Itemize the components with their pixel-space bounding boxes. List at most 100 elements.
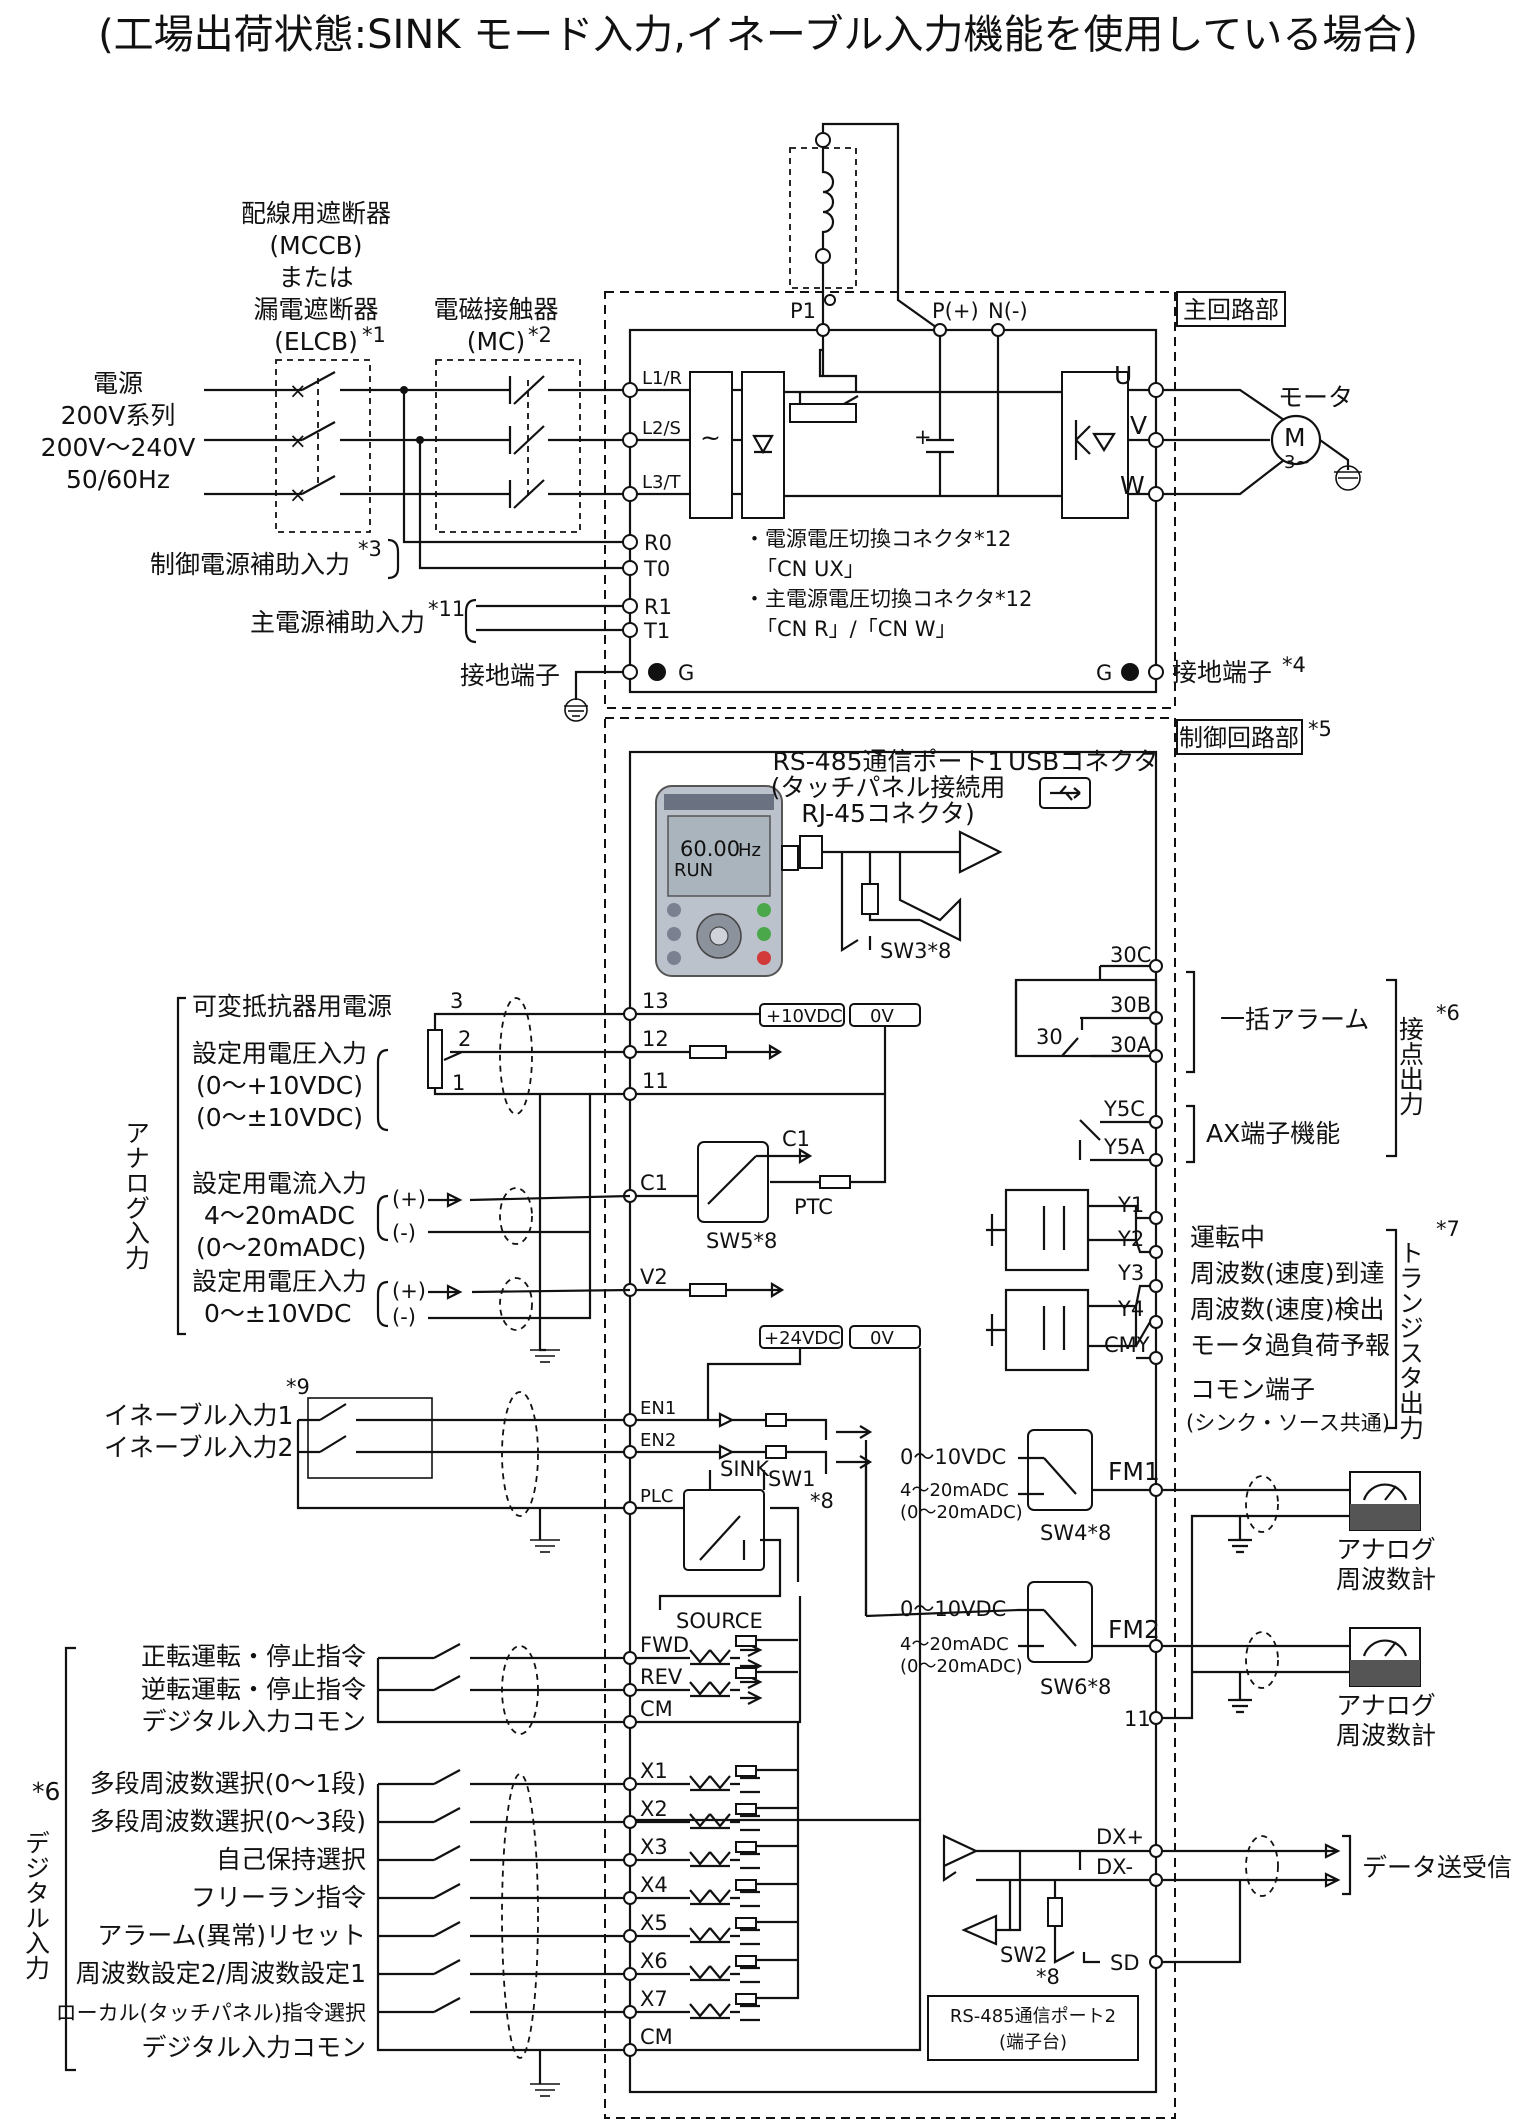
rs485-port1: RS-485通信ポート1 (タッチパネル接続用 RJ-45コネクタ) SW3*8 <box>771 747 1006 963</box>
shield-fm2 <box>1245 1631 1279 1689</box>
usb-label: USBコネクタ <box>1008 747 1158 776</box>
svg-text:*8: *8 <box>810 1489 834 1513</box>
enable-internal: +24VDC 0V SINK SW1 *8 SOURCE <box>636 1325 922 1822</box>
svg-text:配線用遮断器: 配線用遮断器 <box>241 199 391 228</box>
svg-text:V2: V2 <box>640 1265 668 1289</box>
terminal-p1-inner <box>824 294 836 306</box>
svg-text:R1: R1 <box>644 595 672 619</box>
main-circuit-enclosure <box>604 291 1176 709</box>
tr-item-5: コモン端子 <box>1190 1375 1315 1404</box>
svg-text:SW6*8: SW6*8 <box>1040 1675 1111 1699</box>
svg-text:RS-485通信ポート2: RS-485通信ポート2 <box>950 2006 1116 2027</box>
svg-text:(端子台): (端子台) <box>999 2032 1067 2053</box>
svg-text:L2/S: L2/S <box>642 418 681 439</box>
sw4-box <box>1027 1429 1093 1511</box>
svg-text:U: U <box>1114 361 1132 390</box>
svg-text:周波数設定2/周波数設定1: 周波数設定2/周波数設定1 <box>76 1959 366 1988</box>
x-optocouplers <box>636 1722 922 2052</box>
digital-wiring <box>376 1643 630 2097</box>
terminal-r1 <box>622 598 638 614</box>
transistor-output: Y1 Y2 Y3 Y4 CMY 運転中 周波数(速度)到達 周波数(速度)検出 … <box>986 1188 1460 1440</box>
svg-text:正転運転・停止指令: 正転運転・停止指令 <box>141 1642 366 1671</box>
usb-connector-icon[interactable] <box>1039 777 1091 809</box>
potentiometer: 3 2 1 <box>427 989 630 1096</box>
control-circuit-label: 制御回路部 <box>1179 724 1299 752</box>
rs485-port2-box <box>927 1995 1139 2061</box>
shield-fm1 <box>1245 1475 1279 1533</box>
svg-text:0V: 0V <box>870 1006 894 1027</box>
svg-text:デジタル入力コモン: デジタル入力コモン <box>141 1707 366 1736</box>
svg-text:または: または <box>278 263 353 292</box>
main-circuit-internals: ~ + <box>637 294 1156 519</box>
svg-text:FM1: FM1 <box>1108 1457 1160 1486</box>
svg-text:接地端子: 接地端子 <box>1172 658 1272 687</box>
enable-switches <box>296 1403 630 1510</box>
dc-reactor: P1 P(+) N(-) <box>789 122 1028 337</box>
shield-analog-2 <box>499 1187 533 1245</box>
tr-item-4: モータ過負荷予報 <box>1190 1331 1390 1360</box>
ground-left-label: 接地端子 <box>460 661 560 690</box>
svg-text:SINK: SINK <box>720 1457 770 1481</box>
svg-text:*2: *2 <box>528 323 552 347</box>
control-aux-label: 制御電源補助入力 <box>150 550 350 579</box>
svg-text:・電源電圧切換コネクタ*12: ・電源電圧切換コネクタ*12 <box>744 527 1011 551</box>
enable-terminals: EN1 EN2 PLC <box>623 1398 676 1515</box>
svg-text:Y3: Y3 <box>1117 1261 1144 1285</box>
tr-item-1: 運転中 <box>1190 1223 1265 1252</box>
digital-optocouplers <box>636 1596 802 1724</box>
svg-text:電源: 電源 <box>93 369 143 398</box>
ground-symbol-left-icon <box>648 663 666 681</box>
power-lines: × × × <box>204 371 630 570</box>
svg-text:SW2: SW2 <box>1000 1943 1047 1967</box>
svg-text:200V系列: 200V系列 <box>61 401 176 430</box>
svg-text:*8: *8 <box>1036 1965 1060 1989</box>
fm-grounds <box>1228 1516 1252 1714</box>
svg-text:電磁接触器: 電磁接触器 <box>433 295 558 324</box>
breaker-x-1: × <box>289 379 307 403</box>
svg-text:3~: 3~ <box>1284 452 1311 473</box>
svg-text:X5: X5 <box>640 1911 668 1935</box>
svg-text:50/60Hz: 50/60Hz <box>66 465 170 494</box>
svg-text:X6: X6 <box>640 1949 668 1973</box>
svg-text:T1: T1 <box>643 619 670 643</box>
svg-text:3: 3 <box>450 989 463 1013</box>
shield-analog-3 <box>499 1277 533 1331</box>
main-circuit-frame <box>628 328 1158 694</box>
svg-text:Y5A: Y5A <box>1103 1135 1145 1159</box>
control-circuit-label-box <box>1176 719 1303 755</box>
svg-text:(MCCB): (MCCB) <box>269 231 362 260</box>
main-aux-note: *11 <box>428 597 465 621</box>
svg-text:+10VDC: +10VDC <box>766 1006 843 1027</box>
inverter-block <box>1061 371 1129 519</box>
svg-text:X1: X1 <box>640 1759 668 1783</box>
svg-text:SD: SD <box>1110 1951 1140 1975</box>
enable-input1-label: イネーブル入力1 <box>104 1401 293 1430</box>
svg-text:Y2: Y2 <box>1117 1227 1144 1251</box>
svg-text:4～20mADC: 4～20mADC <box>900 1634 1009 1655</box>
svg-text:0V: 0V <box>870 1328 894 1349</box>
shield-digital-1 <box>501 1645 539 1735</box>
svg-text:「CN R」/「CN W」: 「CN R」/「CN W」 <box>756 617 957 641</box>
svg-text:N(-): N(-) <box>988 299 1028 323</box>
enable-input2-label: イネーブル入力2 <box>104 1433 293 1462</box>
keypad-screen <box>667 815 771 897</box>
analog-common-rail <box>472 1094 592 1352</box>
ax-label: AX端子機能 <box>1206 1119 1340 1148</box>
svg-text:REV: REV <box>640 1665 683 1689</box>
svg-text:*6: *6 <box>1436 1001 1460 1025</box>
main-circuit-label-box <box>1176 291 1286 327</box>
terminal-t0 <box>622 560 638 576</box>
svg-text:SW1: SW1 <box>768 1467 815 1491</box>
svg-text:PLC: PLC <box>640 1486 673 1507</box>
svg-text:CM: CM <box>640 1697 673 1721</box>
touch-panel-keypad[interactable]: 60.00 Hz RUN <box>655 785 799 977</box>
svg-text:RUN: RUN <box>674 860 713 881</box>
svg-text:200V～240V: 200V～240V <box>41 433 196 462</box>
svg-text:*7: *7 <box>1436 1217 1460 1241</box>
sw1-box <box>683 1489 765 1571</box>
tr-item-6: (シンク・ソース共通) <box>1186 1411 1390 1435</box>
sw6-box <box>1027 1581 1093 1663</box>
svg-text:DX-: DX- <box>1096 1855 1133 1879</box>
charge-resistor <box>789 403 857 423</box>
